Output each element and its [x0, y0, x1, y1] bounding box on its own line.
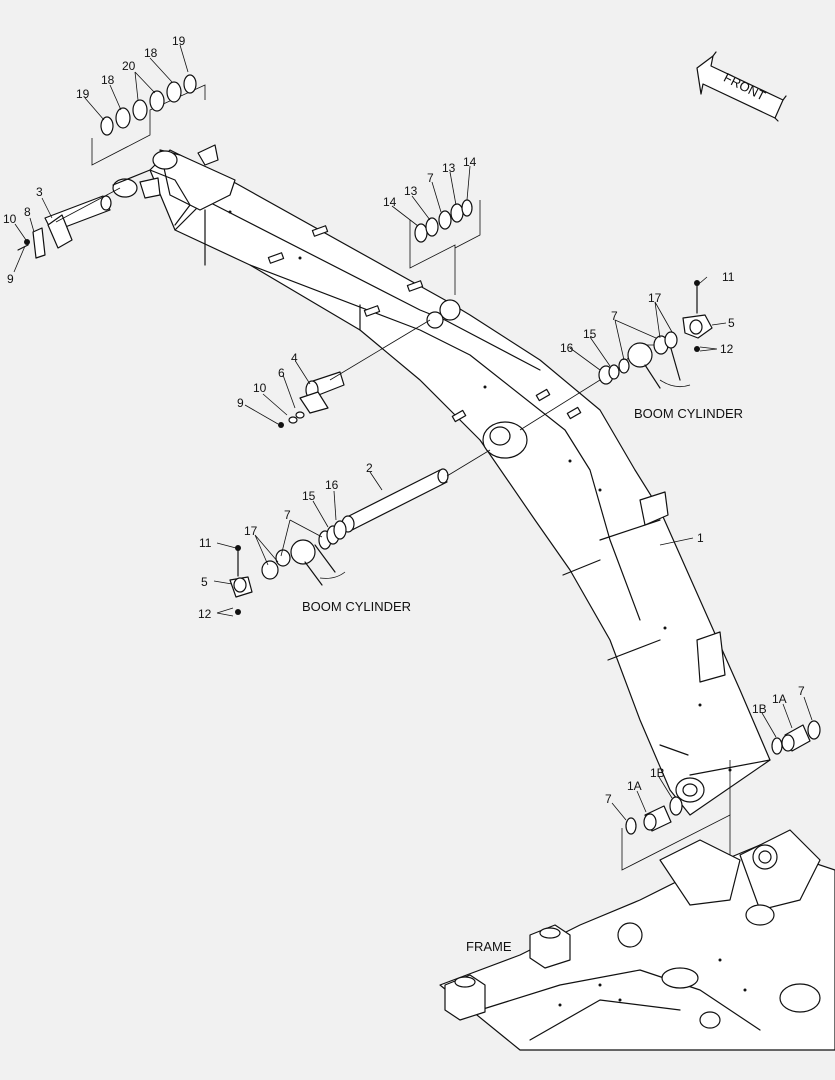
callout-16: 16 [560, 341, 574, 355]
callout-20: 20 [122, 59, 136, 73]
callout-4: 4 [291, 351, 298, 365]
callout-11: 11 [199, 536, 212, 550]
callout-1b: 1B [650, 766, 665, 780]
callout-11: 11 [722, 270, 735, 284]
callout-9: 9 [7, 272, 14, 286]
callout-7: 7 [611, 309, 618, 323]
callout-1: 1 [697, 531, 704, 545]
callout-1b: 1B [752, 702, 767, 716]
callout-7: 7 [284, 508, 291, 522]
callout-1a: 1A [772, 692, 787, 706]
callout-1a: 1A [627, 779, 642, 793]
pin-2 [341, 449, 491, 533]
callout-10: 10 [3, 212, 17, 226]
callout-8: 8 [24, 205, 31, 219]
callout-7: 7 [798, 684, 805, 698]
callout-15: 15 [583, 327, 597, 341]
boom-cylinder-label-left: BOOM CYLINDER [302, 599, 411, 614]
callout-12: 12 [198, 607, 212, 621]
callout-18: 18 [101, 73, 115, 87]
frame [439, 829, 835, 1051]
callout-13: 13 [404, 184, 418, 198]
callout-15: 15 [302, 489, 316, 503]
callout-2: 2 [366, 461, 373, 475]
callout-16: 16 [325, 478, 339, 492]
callout-12: 12 [720, 342, 734, 356]
front-arrow: FRONT [696, 51, 787, 122]
callout-17: 17 [648, 291, 662, 305]
callouts: 19 18 20 18 19 3 10 8 9 14 13 7 13 14 11… [3, 34, 805, 806]
boom-cylinder-right [519, 280, 713, 431]
leader-lines [13, 44, 813, 821]
pin-3 [17, 187, 121, 259]
callout-18: 18 [144, 46, 158, 60]
boom-cylinder-left [229, 520, 347, 615]
callout-14: 14 [463, 155, 477, 169]
shim-stack-middle [409, 199, 481, 295]
callout-10: 10 [253, 381, 267, 395]
callout-17: 17 [244, 524, 258, 538]
boom-cylinder-label-right: BOOM CYLINDER [634, 406, 743, 421]
callout-5: 5 [728, 316, 735, 330]
callout-13: 13 [442, 161, 456, 175]
callout-5: 5 [201, 575, 208, 589]
callout-3: 3 [36, 185, 43, 199]
callout-9: 9 [237, 396, 244, 410]
frame-label: FRAME [466, 939, 512, 954]
boom-body [112, 144, 771, 816]
callout-19: 19 [76, 87, 90, 101]
callout-7: 7 [427, 171, 434, 185]
pin-4 [278, 319, 431, 428]
callout-19: 19 [172, 34, 186, 48]
callout-6: 6 [278, 366, 285, 380]
callout-7: 7 [605, 792, 612, 806]
bushings-bottom [621, 720, 821, 871]
callout-14: 14 [383, 195, 397, 209]
shim-stack-top [91, 74, 206, 166]
